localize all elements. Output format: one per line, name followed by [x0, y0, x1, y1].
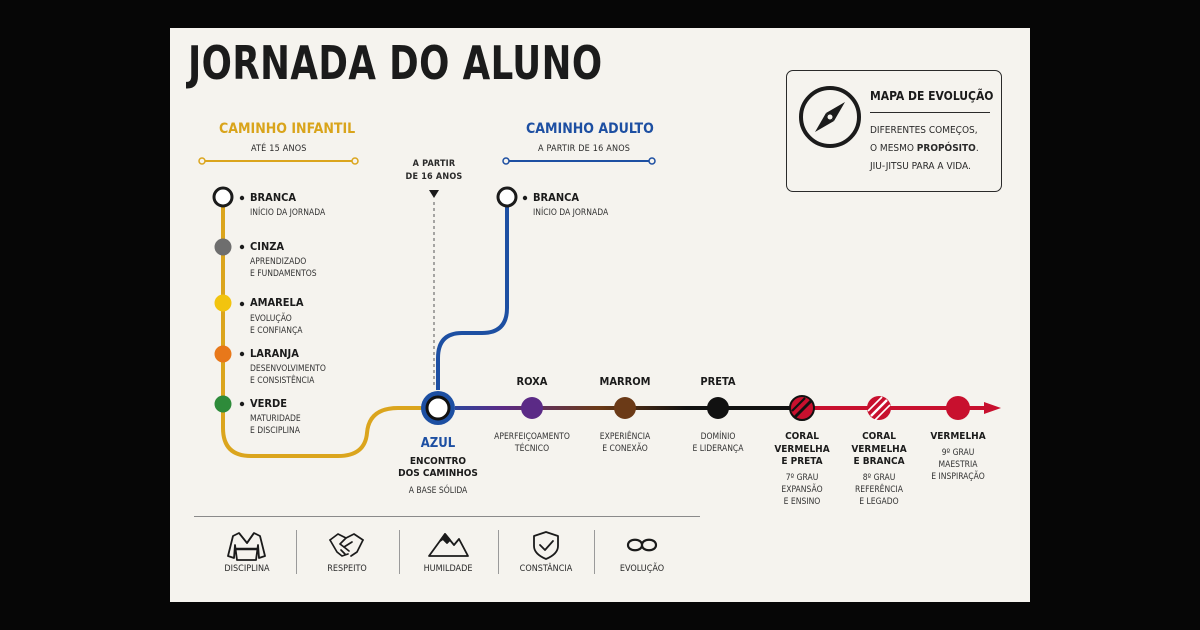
- value-disciplina-label: DISCIPLINA: [224, 564, 270, 574]
- gi-icon: [227, 532, 266, 561]
- azul-node-inner: [425, 395, 451, 421]
- adult-node-branca: [496, 186, 518, 208]
- adult-header-bracket: [502, 157, 656, 165]
- belt-coral-vermelha-preta-desc: 7º GRAU EXPANSÃO E ENSINO: [781, 473, 823, 507]
- kids-node-branca: [212, 186, 234, 208]
- map-box-title: MAPA DE EVOLUÇÃO: [870, 89, 994, 103]
- junction-arrow-icon: [429, 190, 439, 198]
- map-box-line3: JIU-JITSU PARA A VIDA.: [870, 161, 971, 172]
- belt-coral-vermelha-preta-label: CORAL VERMELHA E PRETA: [774, 431, 830, 467]
- kids-node-laranja: [214, 345, 232, 363]
- handshake-icon: [329, 533, 364, 557]
- node-roxa: [521, 397, 543, 419]
- junction-marker-label: A PARTIR DE 16 ANOS: [405, 159, 463, 182]
- values-divider: [194, 516, 700, 517]
- evolution-map-box: MAPA DE EVOLUÇÃO DIFERENTES COMEÇOS, O M…: [786, 70, 1002, 192]
- values-separator: [399, 530, 400, 574]
- node-coral-vermelha-branca: [867, 396, 891, 421]
- belt-roxa-label: ROXA: [516, 375, 548, 388]
- azul-desc: A BASE SÓLIDA: [408, 486, 468, 496]
- belt-marrom-desc: EXPERIÊNCIA E CONEXÃO: [599, 432, 651, 454]
- kids-belt-verde-desc: MATURIDADE E DISCIPLINA: [250, 414, 301, 436]
- belt-vermelha-desc: 9º GRAU MAESTRIA E INSPIRAÇÃO: [931, 448, 985, 482]
- value-constancia-label: CONSTÂNCIA: [519, 564, 573, 574]
- kids-belt-cinza-desc: APRENDIZADO E FUNDAMENTOS: [250, 257, 317, 279]
- value-humildade-label: HUMILDADE: [423, 564, 473, 574]
- belt-preta-desc: DOMÍNIO E LIDERANÇA: [692, 432, 744, 454]
- kids-belt-branca-label: BRANCA: [250, 191, 297, 204]
- compass-icon: [799, 86, 861, 148]
- values-separator: [498, 530, 499, 574]
- node-marrom: [614, 397, 636, 419]
- kids-belt-laranja-desc: DESENVOLVIMENTO E CONSISTÊNCIA: [250, 364, 326, 386]
- kids-bullets: [239, 195, 528, 407]
- kids-belt-verde-label: VERDE: [250, 397, 288, 410]
- kids-header-bracket: [198, 157, 359, 165]
- adult-belt-branca-label: BRANCA: [533, 191, 580, 204]
- mountain-icon: [428, 533, 469, 557]
- path-diagram: [198, 86, 1001, 561]
- kids-belt-amarela-desc: EVOLUÇÃO E CONFIANÇA: [250, 314, 303, 336]
- belt-preta-label: PRETA: [700, 375, 736, 388]
- journey-card: JORNADA DO ALUNO CAMINHO INFANTIL ATÉ 15…: [170, 28, 1030, 602]
- kids-path-subtitle: ATÉ 15 ANOS: [251, 144, 307, 154]
- map-box-line1: DIFERENTES COMEÇOS,: [870, 125, 978, 136]
- node-coral-vermelha-preta: [789, 395, 815, 421]
- kids-path-line: [221, 195, 438, 458]
- kids-node-amarela: [214, 294, 232, 312]
- belt-coral-vermelha-branca-label: CORAL VERMELHA E BRANCA: [851, 431, 907, 467]
- adult-path-subtitle: A PARTIR DE 16 ANOS: [538, 144, 631, 154]
- adult-path-title: CAMINHO ADULTO: [526, 121, 654, 137]
- map-box-line2: O MESMO PROPÓSITO.: [870, 143, 979, 154]
- azul-title: ENCONTRO DOS CAMINHOS: [398, 456, 478, 479]
- end-arrow-icon: [984, 402, 1001, 414]
- kids-belt-amarela-label: AMARELA: [250, 296, 304, 309]
- kids-belt-cinza-label: CINZA: [250, 240, 285, 253]
- kids-path-title: CAMINHO INFANTIL: [219, 121, 356, 137]
- belt-coral-vermelha-branca-desc: 8º GRAU REFERÊNCIA E LEGADO: [854, 473, 904, 507]
- map-box-emphasis: PROPÓSITO: [916, 143, 976, 154]
- kids-node-verde: [214, 395, 232, 413]
- node-vermelha: [946, 396, 970, 420]
- node-preta: [707, 397, 729, 419]
- values-separator: [594, 530, 595, 574]
- kids-belt-branca-desc: INÍCIO DA JORNADA: [250, 208, 326, 218]
- adult-path-line: [436, 197, 509, 390]
- infinity-icon: [626, 538, 658, 552]
- kids-node-cinza: [214, 238, 232, 256]
- belt-marrom-label: MARROM: [599, 375, 651, 388]
- azul-label: AZUL: [420, 436, 456, 451]
- value-respeito-label: RESPEITO: [327, 564, 367, 574]
- value-evolucao-label: EVOLUÇÃO: [619, 564, 665, 574]
- values-separator: [296, 530, 297, 574]
- page-title: JORNADA DO ALUNO: [188, 36, 603, 90]
- belt-vermelha-label: VERMELHA: [930, 431, 986, 442]
- adult-belt-branca-desc: INÍCIO DA JORNADA: [533, 208, 609, 218]
- kids-belt-laranja-label: LARANJA: [250, 347, 299, 360]
- shield-check-icon: [533, 531, 559, 560]
- belt-roxa-desc: APERFEIÇOAMENTO TÉCNICO: [494, 432, 570, 454]
- map-box-rule: [870, 112, 990, 113]
